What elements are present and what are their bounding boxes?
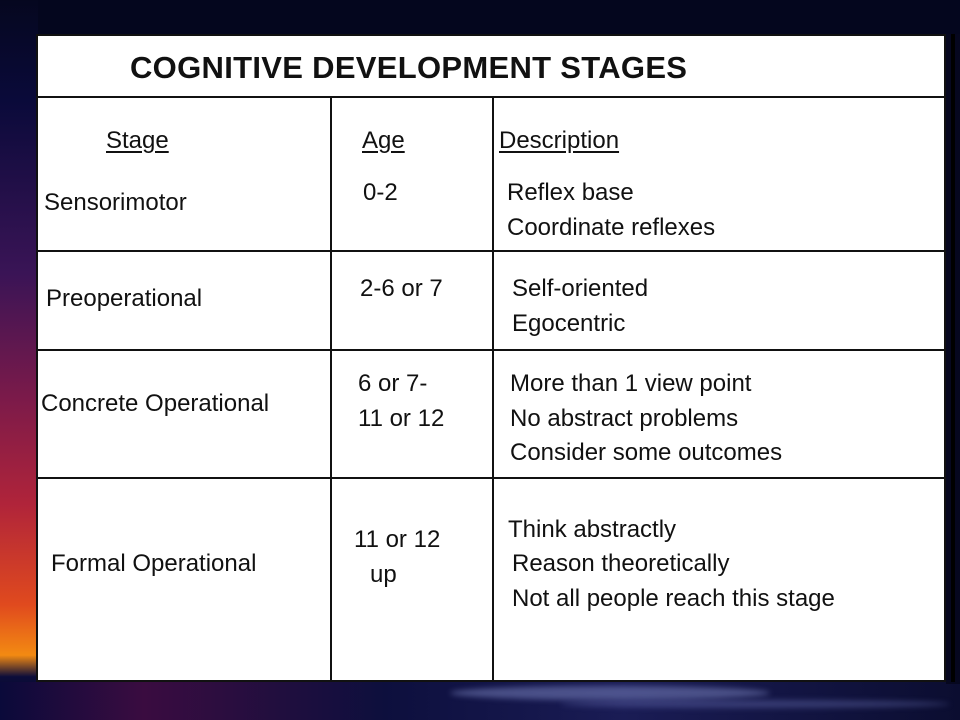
stage-cell: Preoperational <box>46 285 203 312</box>
age-cell: 11 or 12 <box>358 405 445 432</box>
description-line: Coordinate reflexes <box>507 214 716 241</box>
age-cell: 0-2 <box>363 179 398 206</box>
description-line: More than 1 view point <box>510 370 752 397</box>
row-divider <box>38 349 944 351</box>
column-divider <box>330 98 332 680</box>
row-divider <box>38 250 944 252</box>
description-line: Not all people reach this stage <box>512 585 835 612</box>
table-title: COGNITIVE DEVELOPMENT STAGES <box>130 50 688 85</box>
description-line: Egocentric <box>512 310 626 337</box>
column-divider <box>492 98 494 680</box>
slide-right-edge-line <box>951 34 955 682</box>
description-line: Self-oriented <box>512 275 649 302</box>
stages-table: COGNITIVE DEVELOPMENT STAGES Stage Age D… <box>36 34 946 682</box>
description-line: Reason theoretically <box>512 550 730 577</box>
age-cell: 2-6 or 7 <box>360 275 443 302</box>
description-line: Reflex base <box>507 179 634 206</box>
header-age: Age <box>362 127 405 154</box>
header-description: Description <box>499 127 620 154</box>
description-line: Think abstractly <box>508 516 677 543</box>
age-cell: 11 or 12 <box>354 526 441 553</box>
header-stage: Stage <box>106 127 169 154</box>
stage-cell: Sensorimotor <box>44 189 187 216</box>
age-cell: up <box>370 561 397 588</box>
stage-cell: Formal Operational <box>51 550 257 577</box>
description-line: No abstract problems <box>510 405 739 432</box>
description-line: Consider some outcomes <box>510 439 783 466</box>
row-divider <box>38 477 944 479</box>
slide-gradient-bar <box>0 0 38 720</box>
slide-light-streak <box>450 686 770 700</box>
age-cell: 6 or 7- <box>358 370 428 397</box>
slide-bottom-band <box>0 682 960 720</box>
slide-light-streak <box>560 700 950 708</box>
stage-cell: Concrete Operational <box>41 390 270 417</box>
table-title-row: COGNITIVE DEVELOPMENT STAGES <box>38 36 944 98</box>
